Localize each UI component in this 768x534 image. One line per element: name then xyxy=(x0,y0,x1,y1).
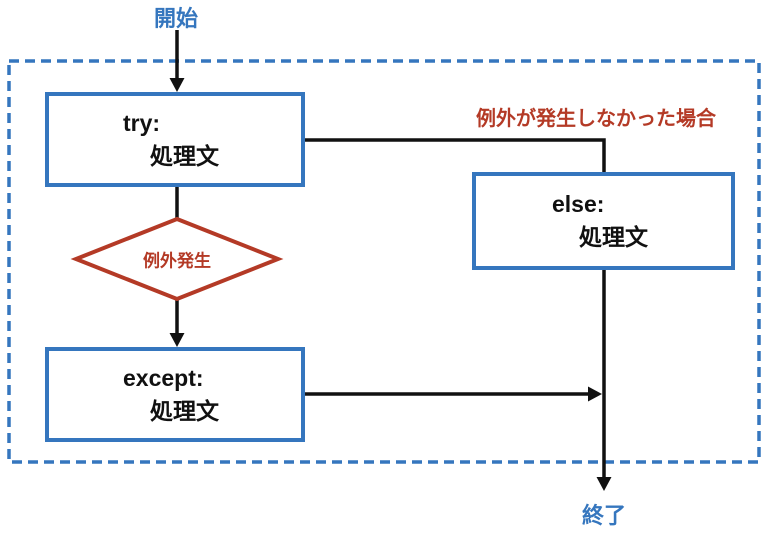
try-box: try: 処理文 xyxy=(45,92,305,187)
else-keyword: else: xyxy=(552,191,605,218)
except-box: except: 処理文 xyxy=(45,347,305,442)
decision-diamond xyxy=(70,216,284,302)
start-label: 開始 xyxy=(153,6,199,31)
no-exception-edge-label: 例外が発生しなかった場合 xyxy=(476,108,716,130)
decision-label: 例外発生 xyxy=(143,251,211,271)
dashed-boundary xyxy=(7,59,761,464)
end-label: 終了 xyxy=(581,503,627,528)
except-body: 処理文 xyxy=(150,397,219,424)
arrowhead-start-to-try xyxy=(169,78,185,92)
arrowhead-except-to-junction xyxy=(588,386,602,402)
line-try-to-else xyxy=(305,138,606,172)
arrowhead-decision-to-except xyxy=(169,333,185,347)
arrowhead-else-to-end xyxy=(596,477,612,491)
except-keyword: except: xyxy=(123,364,204,391)
else-box: else: 処理文 xyxy=(472,172,735,270)
else-body: 処理文 xyxy=(579,224,648,250)
try-body: 処理文 xyxy=(150,142,219,169)
try-keyword: try: xyxy=(123,109,161,136)
